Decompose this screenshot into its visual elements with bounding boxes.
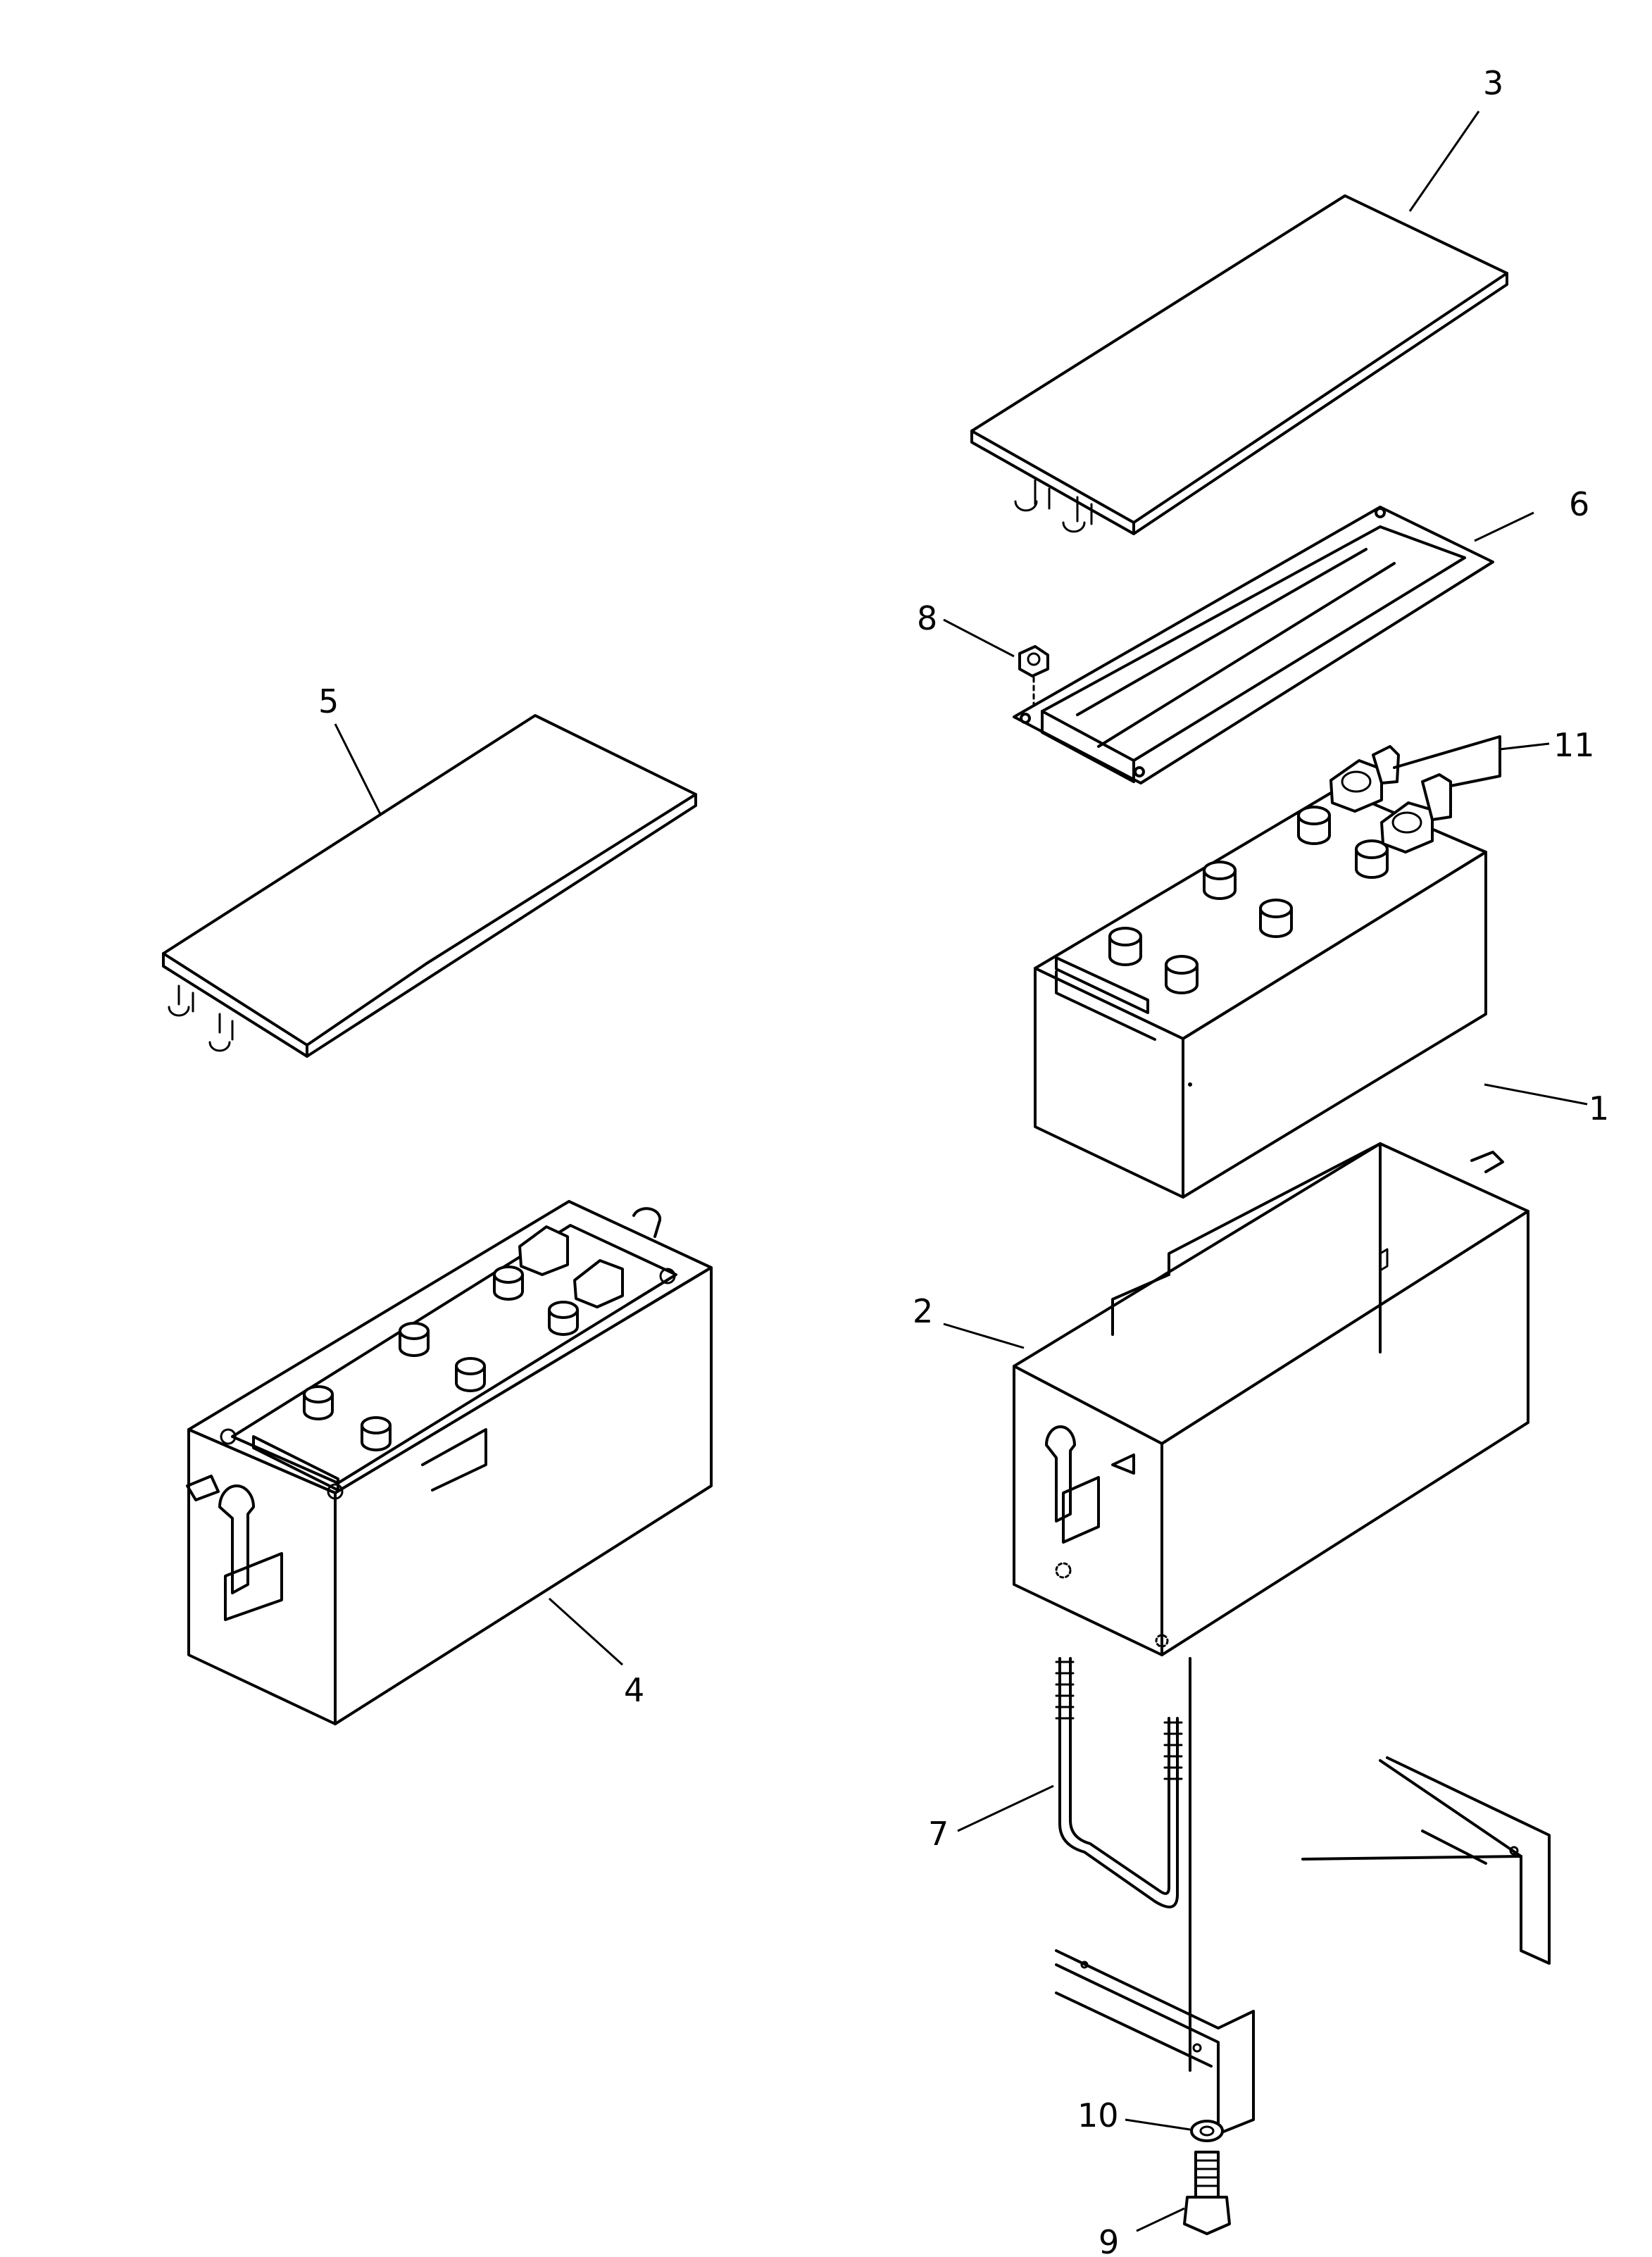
leader-lines (334, 111, 1588, 2232)
battery (1034, 745, 1487, 1199)
callout-2: 2 (913, 1292, 933, 1330)
callout-labels: 1 2 3 4 5 6 7 8 9 10 11 (318, 64, 1609, 2257)
leader-10 (1125, 2118, 1191, 2131)
leader-4 (548, 1597, 624, 1666)
terminal-caps-tag (1393, 735, 1501, 787)
callout-3: 3 (1483, 64, 1503, 102)
callout-7: 7 (928, 1815, 949, 1853)
battery-lid-left (162, 714, 697, 1058)
leader-3 (1408, 111, 1480, 212)
callout-10: 10 (1077, 2096, 1119, 2134)
leader-5 (334, 723, 382, 815)
leader-1 (1484, 1083, 1588, 1106)
leader-8 (943, 618, 1015, 658)
leader-6 (1474, 511, 1534, 542)
callout-4: 4 (624, 1671, 644, 1709)
battery-lid-top (970, 194, 1508, 535)
j-bolt (1055, 1657, 1183, 1908)
callout-8: 8 (917, 599, 937, 637)
leader-7 (957, 1784, 1054, 1832)
leader-9 (1136, 2207, 1185, 2232)
bolt (1183, 2151, 1231, 2235)
hold-down-frame (1013, 506, 1494, 784)
battery-box (1013, 1142, 1529, 1656)
callout-11: 11 (1553, 726, 1595, 764)
battery-box-assembly (186, 1200, 713, 1725)
washer (1190, 2120, 1224, 2142)
callout-1: 1 (1589, 1089, 1609, 1127)
mount-bracket-lower (1055, 1949, 1255, 2135)
mount-bracket-upper (1301, 1756, 1551, 1965)
leader-11 (1499, 742, 1550, 751)
callout-6: 6 (1569, 485, 1589, 523)
callout-9: 9 (1099, 2223, 1119, 2257)
nut (1018, 645, 1049, 706)
callout-5: 5 (318, 682, 339, 720)
leader-2 (943, 1323, 1025, 1349)
